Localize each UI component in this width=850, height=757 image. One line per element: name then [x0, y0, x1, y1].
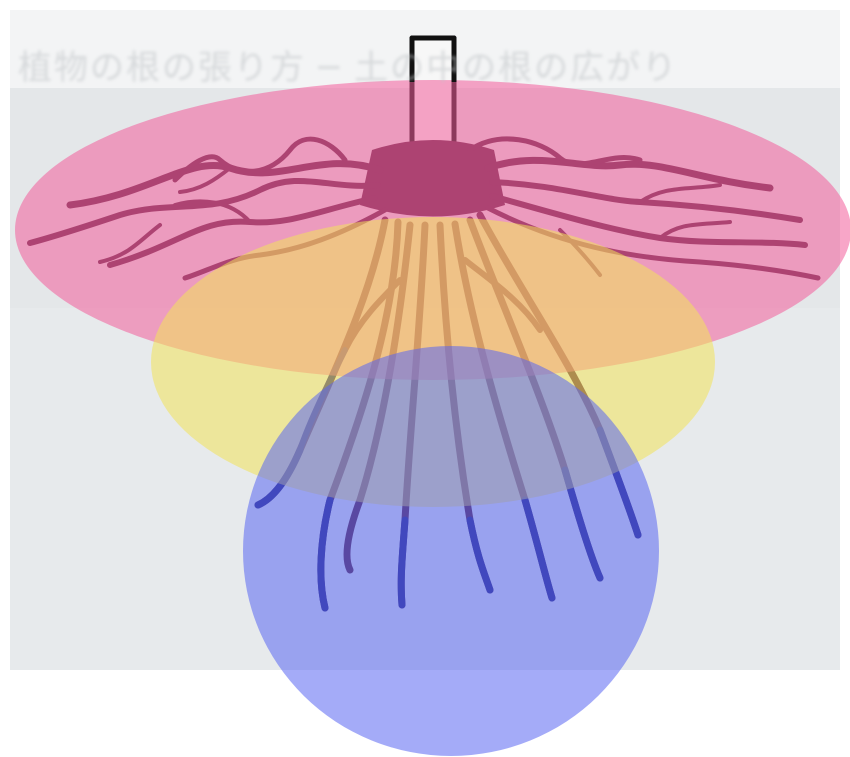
- bottom-zone-circle: [243, 346, 659, 756]
